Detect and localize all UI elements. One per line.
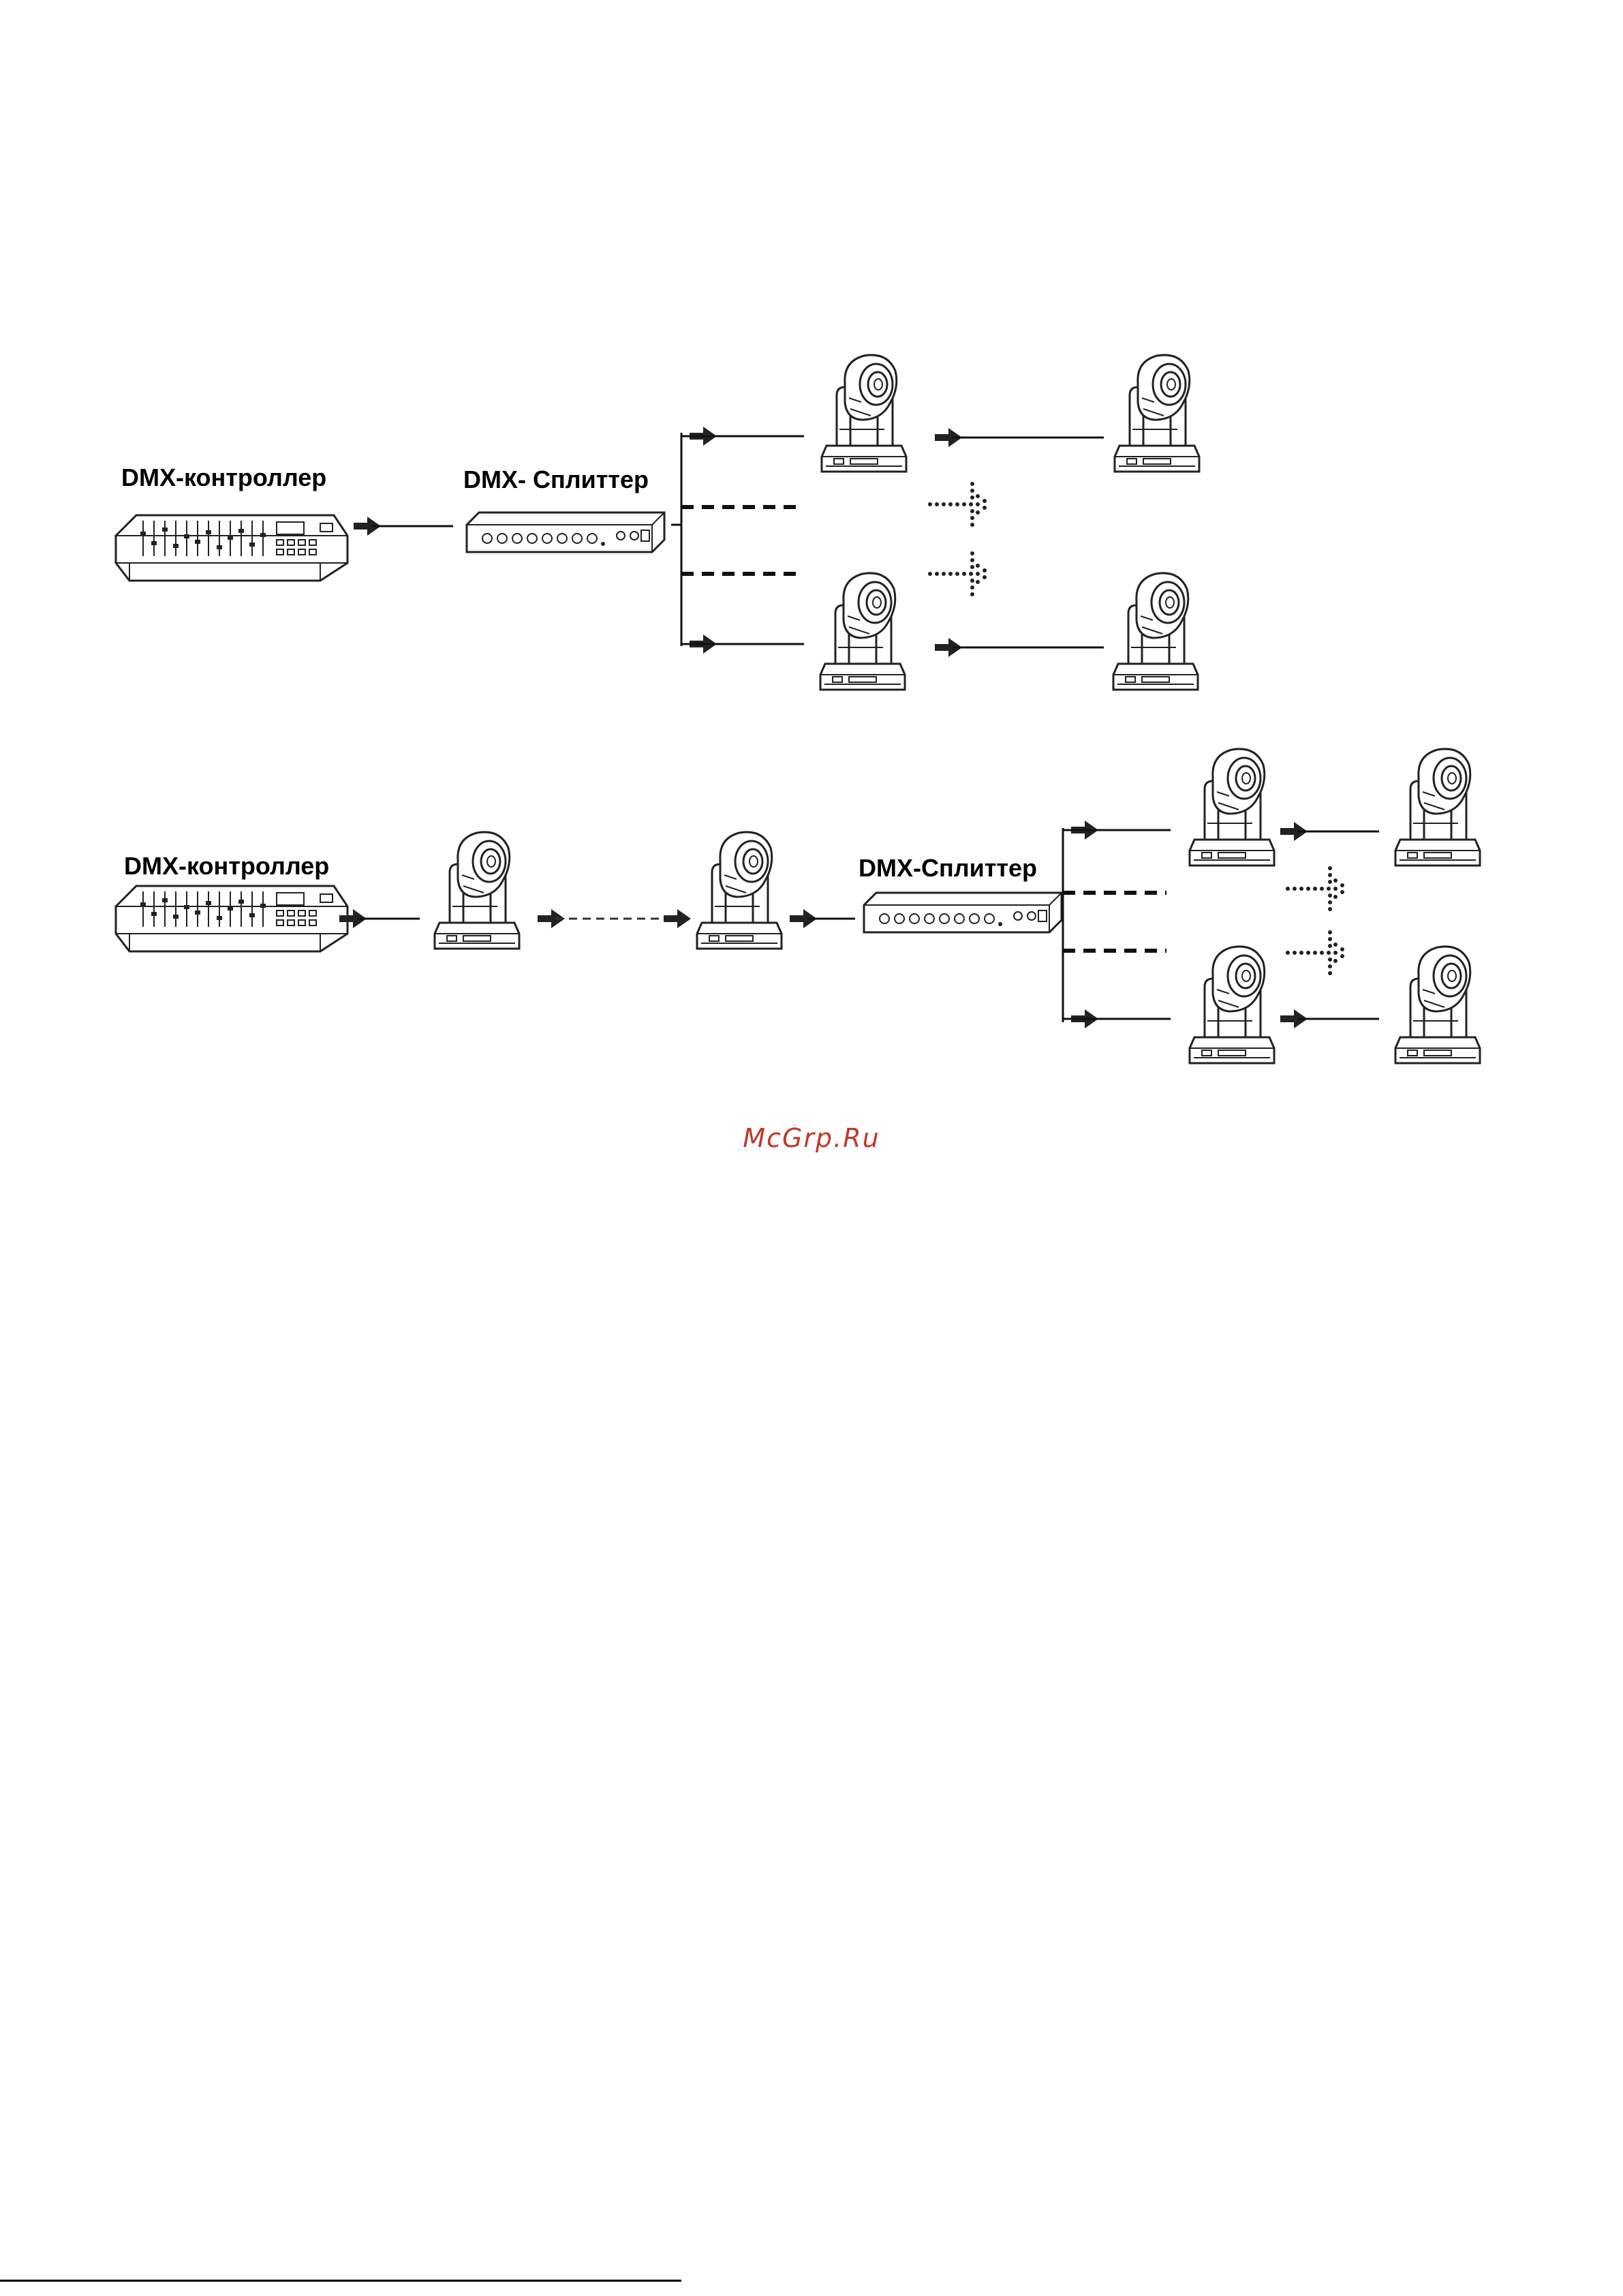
dotted-arrow-icon [928,482,987,527]
moving-head-light-icon [697,832,782,949]
moving-head-light-icon [822,355,906,472]
diagram-2-controller-label: DMX-контроллер [124,852,329,880]
diagram-1-controller-label: DMX-контроллер [121,463,326,491]
moving-head-light-icon [820,573,905,690]
dotted-arrow-icon [1286,930,1344,975]
moving-head-light-icon [1190,749,1274,866]
dmx-splitter-icon [467,512,664,552]
diagram-2: DMX-контроллер DMX-Сплиттер [116,749,1480,1063]
moving-head-light-icon [1395,749,1480,866]
dotted-arrow-icon [1286,866,1344,911]
dotted-arrow-icon [928,551,987,596]
diagram-2-splitter-label: DMX-Сплиттер [859,854,1037,882]
moving-head-light-icon [1190,947,1274,1063]
watermark-link[interactable]: McGrp.Ru [743,1123,880,1153]
dmx-controller-icon [116,886,347,951]
dmx-splitter-icon [864,893,1062,932]
dmx-controller-icon [116,515,347,581]
moving-head-light-icon [1395,947,1480,1063]
footer-rule [0,2280,681,2282]
diagram-1-splitter-label: DMX- Сплиттер [463,465,649,493]
moving-head-light-icon [1113,573,1198,690]
diagram-1: DMX-контроллер DMX- Сплиттер [116,355,1199,690]
moving-head-light-icon [435,832,519,949]
watermark: McGrp.Ru [0,1123,1623,1153]
arrow-icon [664,909,691,928]
moving-head-light-icon [1115,355,1199,472]
